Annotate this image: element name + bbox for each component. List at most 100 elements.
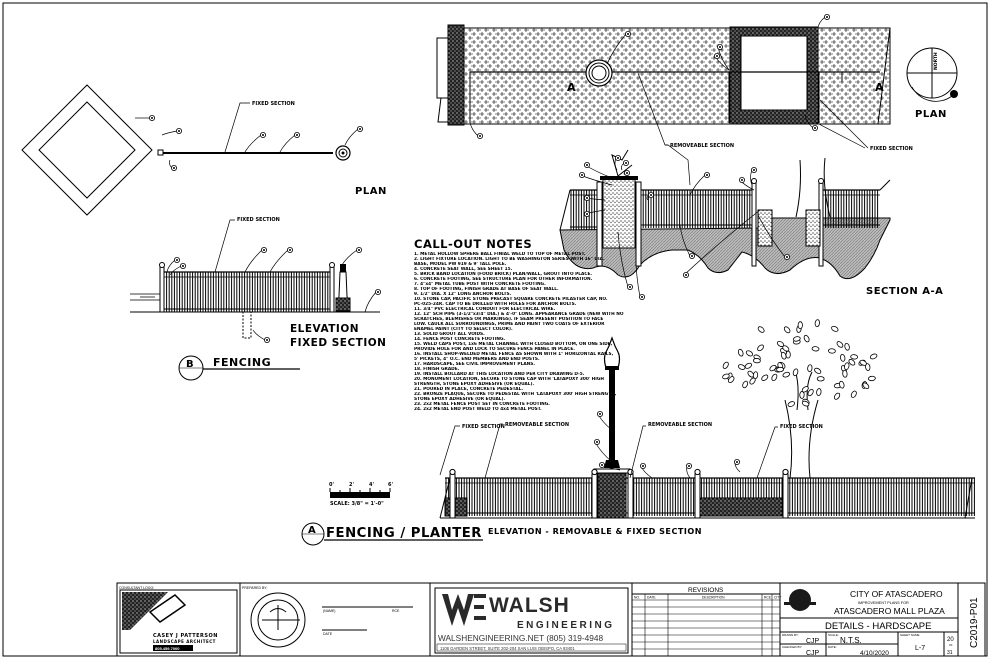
leaf [722, 361, 729, 369]
plan-a-fixed: FIXED SECTION [870, 146, 913, 152]
detail-b-title: FENCING [213, 356, 271, 369]
leaf [780, 351, 787, 360]
note-item: 5' PICKETS, 4" O.C. END MEMBERS AND END … [414, 357, 540, 362]
leaf [833, 392, 841, 400]
project-name: ATASCADERO MALL PLAZA [834, 606, 945, 616]
leaf [816, 388, 822, 396]
leaf [783, 326, 791, 334]
professional-seal [250, 592, 306, 648]
sheet-title: DETAILS - HARDSCAPE [825, 621, 931, 632]
leaf [814, 367, 822, 374]
leaf [737, 364, 746, 370]
checked-by-label: CHECKED BY: [782, 645, 802, 649]
leaf [842, 369, 848, 378]
scale-label: SCALE: [828, 633, 839, 637]
fence-post [627, 473, 634, 519]
leaf [776, 366, 784, 373]
leaf [840, 354, 846, 362]
consultant-name: CASEY J PATTERSON [153, 633, 218, 639]
leaf [814, 319, 820, 328]
leaf [728, 376, 735, 384]
leaf [771, 373, 778, 382]
note-item: 13. SOLID GROUT ALL VOIDS. [414, 332, 485, 337]
section-a-a: SECTION A-A [559, 149, 943, 300]
detail-b-letter: B [186, 359, 194, 370]
fence-post [782, 473, 789, 519]
leaf [867, 375, 876, 382]
note-item: 21. POURED IN PLACE, CONCRETE PEDESTAL. [414, 387, 523, 392]
note-item: 12. 12" SCH PIPE (3-1/2"x3/4" DIA.) & 4'… [414, 312, 624, 317]
fence-panel [445, 477, 600, 516]
scale-text: SCALE: 3/8" = 1'-0" [330, 501, 384, 507]
callout-markers [135, 115, 363, 171]
leaf [757, 326, 765, 333]
leaf [749, 377, 756, 385]
pilaster-elevation [597, 471, 627, 519]
ball-finial [627, 468, 634, 476]
sheet-name: L-7 [915, 645, 925, 652]
leaf [827, 348, 836, 354]
north-arrow: NORTH [906, 47, 958, 102]
note-item: 14. FENCE POST CONCRETE FOOTING. [414, 337, 506, 342]
section-mark-right: A [875, 81, 884, 94]
leaf [737, 348, 744, 357]
fence-panel [637, 189, 752, 228]
note-item: 10. STONE CAP, PACIFIC STONE PRECAST SQU… [414, 297, 608, 302]
section-title: SECTION A-A [866, 286, 943, 297]
scale-bar: 0' 2' 4' 6' SCALE: 3/8" = 1'-0" [329, 482, 393, 507]
leaf [807, 388, 814, 397]
city-name: CITY OF ATASCADERO [850, 589, 943, 599]
fence-panel [625, 477, 975, 516]
fence-panel [822, 189, 880, 228]
notes-title: CALL-OUT NOTES [414, 237, 533, 251]
date-label: DATE [323, 632, 333, 636]
note-item: ENAMEL PAINT (CITY TO SELECT COLOR). [414, 327, 513, 332]
scale-value: N.T.S. [840, 636, 862, 645]
callout-markers [469, 13, 831, 139]
detail-a-letter: A [308, 525, 316, 536]
firm-address: 1108 GARDEN STREET, SUITE 202-204 SAN LU… [440, 646, 575, 651]
consultant-number: 805.459.7000 [155, 646, 180, 651]
plan-b-title: PLAN [355, 186, 387, 197]
detail-a-title: FENCING / PLANTER [326, 526, 482, 541]
ball-finial [591, 468, 598, 476]
note-item: 15. WELD CAPS POST, 1x6 METAL CHANNEL WI… [414, 342, 613, 347]
revisions-title: REVISIONS [688, 587, 724, 594]
leaf [816, 376, 825, 382]
callout-markers [579, 154, 791, 300]
fence-post [694, 473, 701, 519]
plan-a-removable: REMOVEABLE SECTION [670, 143, 734, 149]
plan-a: A A REMOVEABLE SECTION FIXED SECTION NOR… [436, 13, 958, 186]
elev-a-leader-3: REMOVEABLE SECTION [648, 422, 712, 428]
leaf [782, 345, 790, 352]
ball-finial [449, 468, 456, 476]
rce-label: RCE [392, 609, 400, 613]
note-item: 11. 3/4" PVC ELECTRICAL CONDUIT FOR ELEC… [414, 307, 556, 312]
leaf [761, 374, 769, 381]
leaf [792, 336, 801, 342]
note-item: BASE, MODEL PW 919 & 9' TALL POLE. [414, 262, 507, 267]
detail-a-subtitle: ELEVATION - REMOVABLE & FIXED SECTION [488, 526, 702, 536]
note-item: 18. FINISH GRADE. [414, 367, 460, 372]
paver-band [461, 27, 891, 125]
walsh-logo-mark [442, 594, 474, 626]
note-item: 16. INSTALL SHOP-WELDED METAL FENCE AS S… [414, 352, 614, 357]
leaf [862, 382, 870, 390]
callout-markers [594, 410, 741, 479]
note-item: 22. BRONZE PLAQUE, SECURE TO PEDESTAL WI… [414, 392, 617, 397]
bollard-plan [335, 145, 351, 161]
sheet-number: 20 [947, 637, 954, 643]
leaf [869, 353, 878, 360]
note-item: STRENGTH, STONE EPOXY ADHESIVE (OR EQUAL… [414, 382, 535, 387]
note-item: SCRATCHES, BLEMISHES OR MARKINGS). IF SE… [414, 317, 604, 322]
scale-tick-4: 4' [369, 482, 374, 488]
leaf [811, 346, 820, 352]
note-item: 7. 4"x4" METAL TUBE POST WITH CONCRETE F… [414, 282, 546, 287]
date-field-label: DATE: [828, 645, 837, 649]
elevation-b: FIXED SECTION ELEVATION FIXED SECTION B … [130, 217, 386, 381]
note-item: 23. 2x2 METAL FENCE POST SET IN CONCRETE… [414, 402, 550, 407]
note-item: 19. INSTALL BOLLARD AT THIS LOCATION AND… [414, 372, 585, 377]
elev-a-leader-2: REMOVEABLE SECTION [505, 422, 569, 428]
sheet-name-label: SHEET NAME [900, 633, 919, 637]
note-item: PC-025-24R. CAP TO BE DRILLED WITH HOLES… [414, 302, 577, 307]
